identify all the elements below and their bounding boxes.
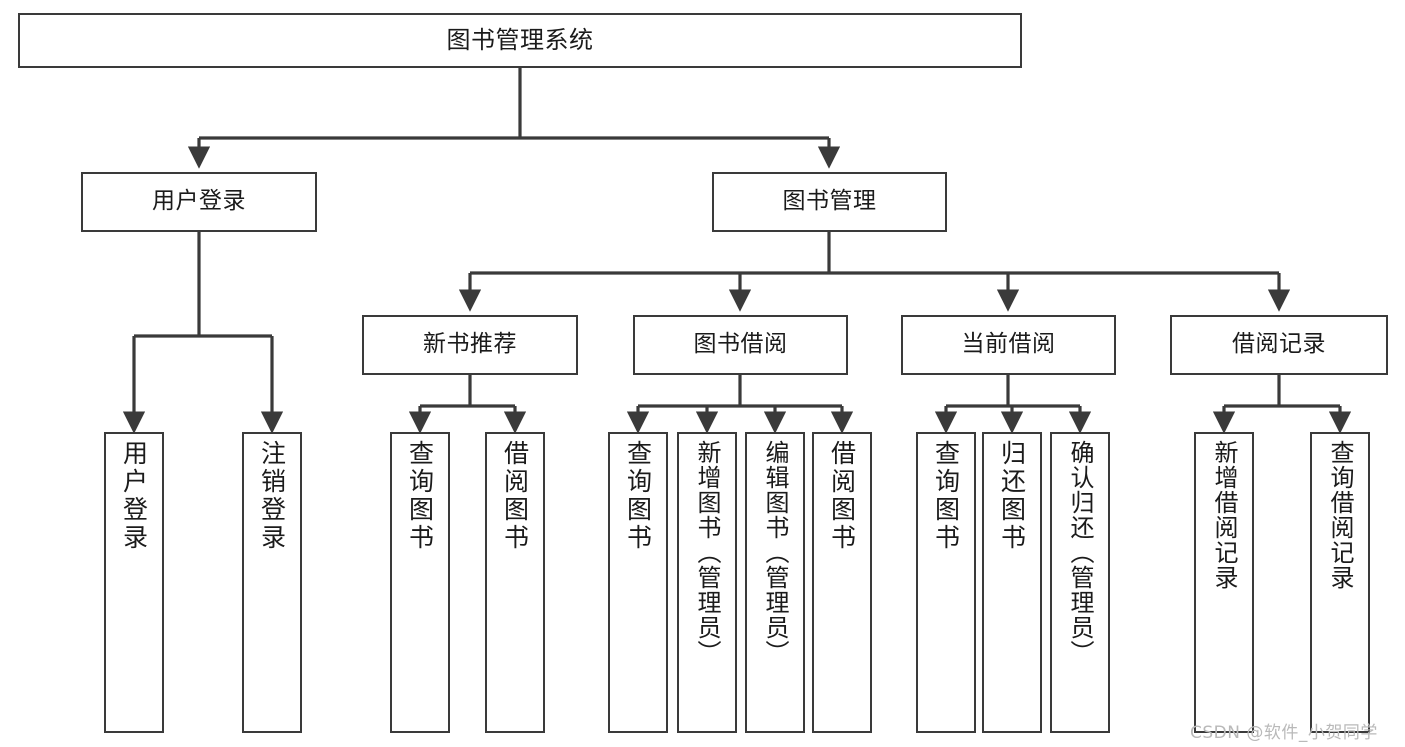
node-current-borrow[interactable]: 当前借阅: [901, 315, 1116, 375]
leaf-borrow-record-2[interactable]: 查询借阅记录: [1310, 432, 1370, 733]
node-user-login-label: 用户登录: [152, 188, 246, 215]
node-book-manage-label: 图书管理: [782, 188, 877, 215]
node-borrow-record-label: 借阅记录: [1232, 331, 1326, 358]
leaf-book-borrow-4-label: 借阅图书: [827, 440, 857, 552]
leaf-new-book-rec-1-label: 查询图书: [405, 440, 435, 552]
node-borrow-record[interactable]: 借阅记录: [1170, 315, 1388, 375]
leaf-borrow-record-1-label: 新增借阅记录: [1210, 440, 1238, 590]
leaf-book-borrow-2-label: 新增图书（管理员）: [693, 440, 721, 665]
node-root-label: 图书管理系统: [446, 26, 594, 55]
leaf-book-borrow-4[interactable]: 借阅图书: [812, 432, 872, 733]
node-current-borrow-label: 当前借阅: [961, 331, 1056, 358]
leaf-user-login-2-label: 注销登录: [257, 440, 287, 552]
leaf-book-borrow-2[interactable]: 新增图书（管理员）: [677, 432, 737, 733]
leaf-book-borrow-1-label: 查询图书: [623, 440, 653, 552]
leaf-current-borrow-1-label: 查询图书: [931, 440, 961, 552]
node-user-login[interactable]: 用户登录: [81, 172, 317, 232]
leaf-current-borrow-3[interactable]: 确认归还（管理员）: [1050, 432, 1110, 733]
node-new-book-rec[interactable]: 新书推荐: [362, 315, 578, 375]
leaf-current-borrow-2[interactable]: 归还图书: [982, 432, 1042, 733]
leaf-borrow-record-1[interactable]: 新增借阅记录: [1194, 432, 1254, 733]
csdn-watermark: CSDN @软件_小贺同学: [1190, 723, 1378, 743]
leaf-book-borrow-1[interactable]: 查询图书: [608, 432, 668, 733]
node-book-manage[interactable]: 图书管理: [712, 172, 947, 232]
leaf-current-borrow-1[interactable]: 查询图书: [916, 432, 976, 733]
leaf-user-login-2[interactable]: 注销登录: [242, 432, 302, 733]
leaf-user-login-1-label: 用户登录: [119, 440, 149, 552]
leaf-current-borrow-3-label: 确认归还（管理员）: [1066, 440, 1094, 665]
node-root[interactable]: 图书管理系统: [18, 13, 1022, 68]
leaf-book-borrow-3-label: 编辑图书（管理员）: [761, 440, 789, 665]
leaf-current-borrow-2-label: 归还图书: [997, 440, 1027, 552]
leaf-borrow-record-2-label: 查询借阅记录: [1326, 440, 1354, 590]
leaf-new-book-rec-2[interactable]: 借阅图书: [485, 432, 545, 733]
node-book-borrow-label: 图书借阅: [693, 331, 788, 358]
leaf-new-book-rec-1[interactable]: 查询图书: [390, 432, 450, 733]
node-new-book-rec-label: 新书推荐: [423, 331, 517, 358]
leaf-user-login-1[interactable]: 用户登录: [104, 432, 164, 733]
leaf-new-book-rec-2-label: 借阅图书: [500, 440, 530, 552]
node-book-borrow[interactable]: 图书借阅: [633, 315, 848, 375]
leaf-book-borrow-3[interactable]: 编辑图书（管理员）: [745, 432, 805, 733]
